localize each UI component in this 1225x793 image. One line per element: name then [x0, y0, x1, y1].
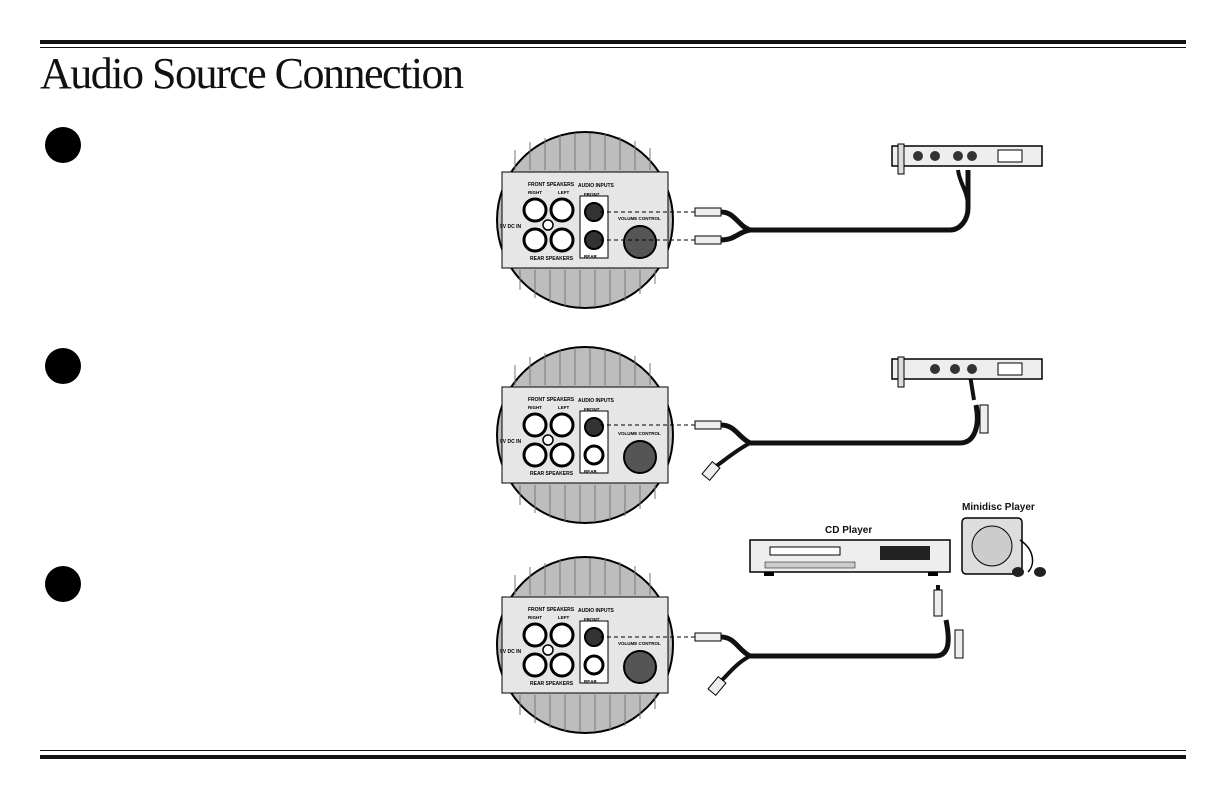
- cd-player-label: CD Player: [825, 525, 873, 536]
- figure-3-cd-minidisc-connection: FRONT SPEAKERS RIGHT LEFT AUDIO INPUTS F…: [496, 517, 1046, 734]
- label-right: RIGHT: [528, 190, 542, 195]
- label-right: RIGHT: [528, 405, 542, 410]
- step-1-bullet: [45, 127, 81, 163]
- label-audio-inputs: AUDIO INPUTS: [578, 398, 615, 404]
- speaker-back-panel: FRONT SPEAKERS RIGHT LEFT AUDIO INPUTS F…: [496, 346, 674, 524]
- figure-2-single-cable-connection: FRONT SPEAKERS RIGHT LEFT AUDIO INPUTS F…: [496, 346, 1043, 524]
- top-rule-thick: [40, 40, 1186, 44]
- label-volume-control: VOLUME CONTROL: [618, 431, 661, 436]
- cd-player: [749, 539, 951, 576]
- label-front-speakers: FRONT SPEAKERS: [528, 397, 575, 403]
- speaker-back-panel: FRONT SPEAKERS RIGHT LEFT AUDIO INPUTS F…: [496, 131, 674, 309]
- label-rear-speakers: REAR SPEAKERS: [530, 256, 574, 262]
- label-rear: REAR: [584, 679, 598, 684]
- speaker-back-panel: FRONT SPEAKERS RIGHT LEFT AUDIO INPUTS F…: [496, 556, 674, 734]
- label-front-speakers: FRONT SPEAKERS: [528, 607, 575, 613]
- figure-1-dual-cable-connection: FRONT SPEAKERS RIGHT LEFT AUDIO INPUTS F…: [496, 131, 1043, 309]
- label-audio-inputs: AUDIO INPUTS: [578, 608, 615, 614]
- label-rear: REAR: [584, 469, 598, 474]
- label-dc-in: 9V DC IN: [500, 439, 522, 445]
- label-front-speakers: FRONT SPEAKERS: [528, 182, 575, 188]
- minidisc-player: [961, 517, 1046, 577]
- label-volume-control: VOLUME CONTROL: [618, 641, 661, 646]
- label-rear-speakers: REAR SPEAKERS: [530, 471, 574, 477]
- label-left: LEFT: [558, 615, 569, 620]
- label-rear: REAR: [584, 254, 598, 259]
- step-3-bullet: [45, 566, 81, 602]
- label-left: LEFT: [558, 190, 569, 195]
- label-dc-in: 9V DC IN: [500, 224, 522, 230]
- label-front: FRONT: [584, 407, 600, 412]
- label-front: FRONT: [584, 617, 600, 622]
- label-volume-control: VOLUME CONTROL: [618, 216, 661, 221]
- label-dc-in: 9V DC IN: [500, 649, 522, 655]
- sound-card-2: [891, 356, 1043, 388]
- bottom-rule-thin: [40, 750, 1186, 751]
- minidisc-player-label: Minidisc Player: [962, 502, 1035, 513]
- label-rear-speakers: REAR SPEAKERS: [530, 681, 574, 687]
- label-right: RIGHT: [528, 615, 542, 620]
- label-left: LEFT: [558, 405, 569, 410]
- page-title: Audio Source Connection: [40, 49, 464, 98]
- step-2-bullet: [45, 348, 81, 384]
- label-audio-inputs: AUDIO INPUTS: [578, 183, 615, 189]
- top-rule-thin: [40, 47, 1186, 48]
- bottom-rule-thick: [40, 755, 1186, 759]
- label-front: FRONT: [584, 192, 600, 197]
- sound-card-1: [891, 143, 1043, 175]
